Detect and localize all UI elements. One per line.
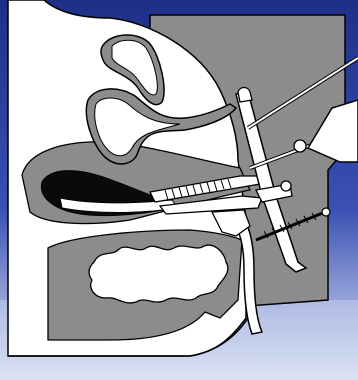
screw-end-knob bbox=[322, 208, 330, 216]
screw-head bbox=[281, 181, 291, 191]
bowel bbox=[89, 245, 228, 303]
rod-knob bbox=[294, 140, 306, 152]
